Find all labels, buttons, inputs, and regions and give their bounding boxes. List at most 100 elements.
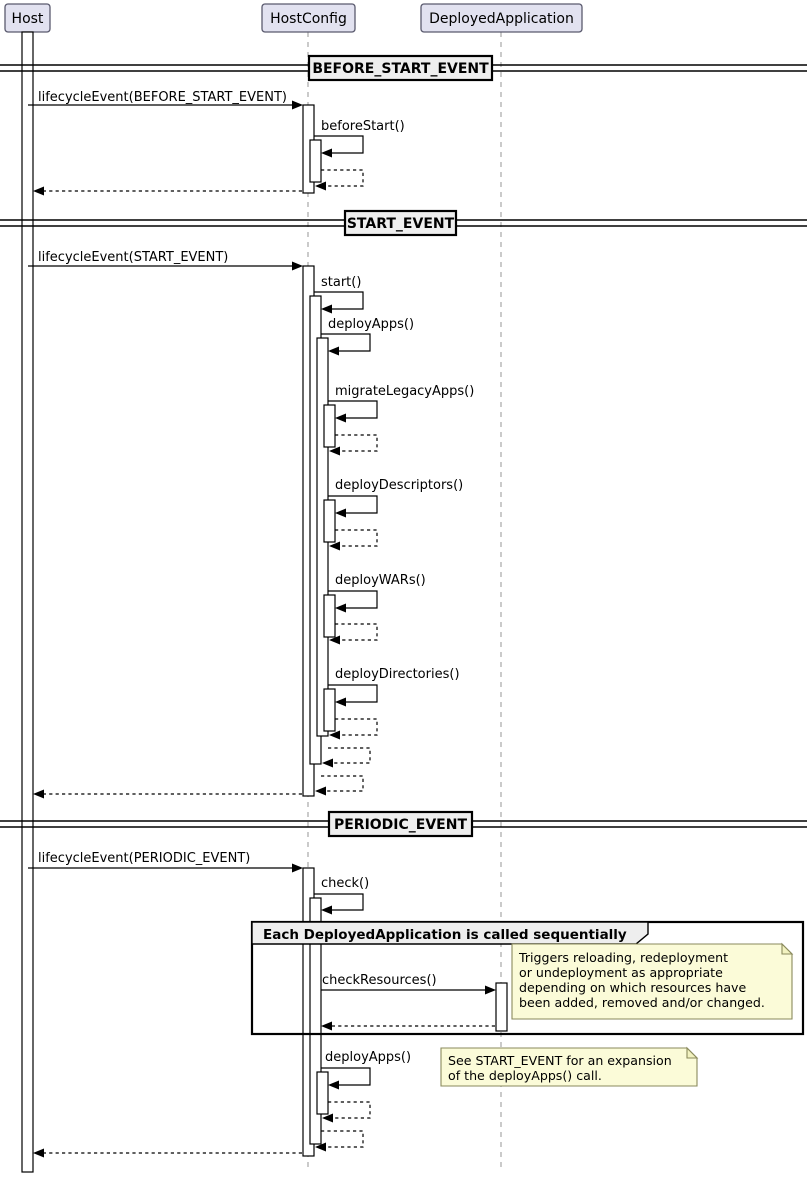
message-lifecycleevent-start: lifecycleEvent(START_EVENT) (28, 250, 303, 271)
arrowhead-left (321, 905, 332, 915)
divider-start-event-box (343, 209, 458, 237)
activation-hostconfig-deploywars (323, 594, 336, 638)
message-check-label: check() (321, 876, 369, 891)
note-checkresources: Triggers reloading, redeployment or unde… (511, 942, 794, 1020)
arrowhead-left (335, 603, 346, 613)
message-start-label: start() (321, 275, 361, 290)
message-deploydescriptors-return (329, 529, 378, 551)
message-before-start-return-to-host (33, 186, 302, 196)
arrowhead-left (33, 1148, 44, 1158)
message-deployapps-periodic-label: deployApps() (325, 1050, 411, 1065)
arrowhead-right (485, 985, 496, 995)
message-beforestart-self: beforeStart() (314, 119, 405, 158)
message-check-return (315, 1130, 364, 1152)
participant-deployedapplication-box[interactable] (420, 3, 583, 33)
message-deploydescriptors-label: deployDescriptors() (335, 478, 463, 493)
note-checkresources-line-4: been added, removed and/or changed. (519, 995, 765, 1010)
message-check-self: check() (314, 876, 369, 915)
message-deployapps-return-start (322, 747, 371, 768)
message-lifecycleevent-start-label: lifecycleEvent(START_EVENT) (38, 250, 228, 265)
arrowhead-left (329, 541, 340, 551)
group-loop-label: Each DeployedApplication is called seque… (263, 927, 627, 943)
message-deploydirectories-label: deployDirectories() (335, 667, 460, 682)
message-deploywars-return (329, 623, 378, 645)
participant-deployedapplication-label: DeployedApplication (429, 11, 574, 27)
arrowhead-right (292, 863, 303, 873)
arrowhead-left (329, 730, 340, 740)
message-deployapps-self-start: deployApps() (321, 317, 414, 356)
activation-hostconfig-deploydescriptors (323, 499, 336, 543)
section-start-event: lifecycleEvent(START_EVENT) start() depl… (28, 250, 474, 799)
note-deployapps-line-2: of the deployApps() call. (448, 1068, 602, 1083)
arrowhead-left (335, 413, 346, 423)
message-deploydirectories-return (329, 718, 378, 740)
arrowhead-left (315, 786, 326, 796)
arrowhead-left (335, 697, 346, 707)
arrowhead-left (335, 508, 346, 518)
activation-hostconfig-deployapps-periodic (316, 1071, 329, 1115)
group-loop-each-deployedapplication: Each DeployedApplication is called seque… (250, 920, 805, 1036)
arrowhead-left (33, 186, 44, 196)
message-checkresources-label: checkResources() (322, 973, 437, 988)
message-migratelegacyapps-self: migrateLegacyApps() (328, 384, 474, 423)
divider-periodic-event-label: PERIODIC_EVENT (334, 817, 467, 833)
divider-before-start-event: BEFORE_START_EVENT (0, 54, 807, 82)
divider-start-event: START_EVENT (0, 209, 807, 237)
activation-hostconfig-migratelegacyapps (323, 404, 336, 448)
message-deployapps-periodic-return (322, 1101, 371, 1123)
message-lifecycleevent-before-start-label: lifecycleEvent(BEFORE_START_EVENT) (38, 90, 287, 105)
message-checkresources-return (321, 1021, 495, 1031)
divider-start-event-label: START_EVENT (347, 216, 455, 232)
note-checkresources-line-2: or undeployment as appropriate (519, 965, 723, 980)
participant-host-label: Host (12, 11, 44, 27)
note-checkresources-line-1: Triggers reloading, redeployment (518, 950, 728, 965)
arrowhead-left (328, 1080, 339, 1090)
message-deployapps-self-periodic: deployApps() (321, 1050, 411, 1090)
arrowhead-left (322, 1113, 333, 1123)
participant-hostconfig-label: HostConfig (270, 11, 347, 27)
note-deployapps-fold (686, 1046, 699, 1059)
section-before-start-event: lifecycleEvent(BEFORE_START_EVENT) befor… (28, 90, 405, 196)
divider-periodic-event: PERIODIC_EVENT (0, 810, 807, 838)
message-periodic-return-to-host (33, 1148, 302, 1158)
arrowhead-left (321, 148, 332, 158)
note-deployapps: See START_EVENT for an expansion of the … (440, 1046, 699, 1087)
arrowhead-left (315, 1142, 326, 1152)
message-deploywars-label: deployWARs() (335, 573, 426, 588)
arrowhead-right (292, 261, 303, 271)
note-deployapps-line-1: See START_EVENT for an expansion (448, 1053, 672, 1068)
message-lifecycleevent-periodic: lifecycleEvent(PERIODIC_EVENT) (28, 851, 303, 873)
arrowhead-left (315, 181, 326, 191)
arrowhead-left (329, 446, 340, 456)
message-start-self: start() (314, 275, 364, 314)
group-loop-tab (251, 921, 649, 945)
message-beforestart-label: beforeStart() (321, 119, 405, 134)
participant-host[interactable]: Host (4, 3, 51, 33)
section-periodic-event: lifecycleEvent(PERIODIC_EVENT) check() E… (28, 851, 805, 1158)
message-lifecycleevent-before-start: lifecycleEvent(BEFORE_START_EVENT) (28, 90, 303, 110)
note-checkresources-body (511, 943, 793, 1020)
note-checkresources-fold (781, 942, 794, 955)
message-lifecycleevent-periodic-label: lifecycleEvent(PERIODIC_EVENT) (38, 851, 250, 866)
divider-before-start-event-label: BEFORE_START_EVENT (312, 61, 489, 77)
arrowhead-left (321, 304, 332, 314)
message-deploydescriptors-self: deployDescriptors() (328, 478, 463, 518)
message-deploydirectories-self: deployDirectories() (328, 667, 460, 707)
participant-hostconfig-box[interactable] (261, 3, 356, 33)
message-checkresources: checkResources() (321, 973, 496, 995)
arrowhead-left (322, 758, 333, 768)
activation-host (21, 31, 34, 1173)
participant-deployedapplication[interactable]: DeployedApplication (420, 3, 583, 33)
activation-hostconfig-deploydirectories (323, 688, 336, 732)
participant-hostconfig[interactable]: HostConfig (261, 3, 356, 33)
arrowhead-right (292, 100, 303, 110)
message-migratelegacyapps-return (329, 434, 378, 456)
message-deployapps-start-label: deployApps() (328, 317, 414, 332)
activation-hostconfig-periodic-l1 (309, 897, 322, 1145)
message-beforestart-self-return (315, 169, 364, 191)
activation-hostconfig-beforestart-nested (309, 139, 322, 183)
arrowhead-left (329, 635, 340, 645)
activation-deployedapplication-checkresources (495, 982, 508, 1032)
note-deployapps-body (440, 1047, 698, 1087)
